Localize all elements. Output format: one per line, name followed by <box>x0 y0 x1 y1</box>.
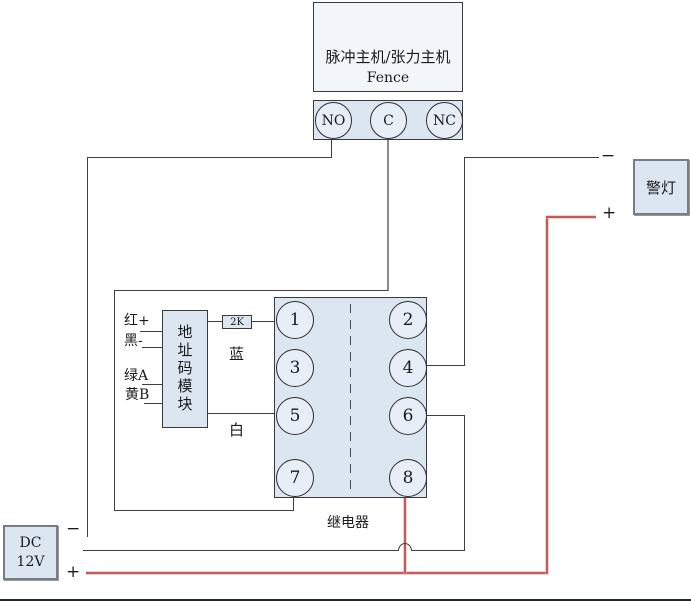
dc-power-line1: DC <box>19 534 42 551</box>
terminal-c-label: C <box>383 112 394 129</box>
alarm-light-label: 警灯 <box>645 178 676 197</box>
wire-dc-minus-right <box>411 550 465 551</box>
resistor-2k-label: 2K <box>230 316 244 328</box>
alarm-minus-label: − <box>601 146 616 166</box>
terminal-nc: NC <box>426 102 463 139</box>
bottom-edge-line <box>0 599 691 601</box>
wire-pin4-stub <box>427 365 465 366</box>
terminal-nc-label: NC <box>433 112 456 129</box>
wire-dc-minus-left <box>83 550 399 551</box>
relay-pin-3: 3 <box>276 349 314 387</box>
wire-no-stub <box>331 139 332 158</box>
address-module-box: 地址码模块 <box>162 310 208 428</box>
host-title: 脉冲主机/张力主机 <box>325 48 451 66</box>
dc-plus-label: + <box>66 562 81 582</box>
relay-pin-5: 5 <box>276 397 314 435</box>
dc-power-box: DC 12V <box>3 525 58 580</box>
wire-alarm-plus-horizontal <box>546 216 596 218</box>
wire-c-loop-bottom <box>114 510 294 511</box>
terminal-no: NO <box>315 102 352 139</box>
terminal-c: C <box>370 102 407 139</box>
host-subtitle: Fence <box>366 70 410 86</box>
relay-pin-4-label: 4 <box>402 358 414 378</box>
relay-pin-8: 8 <box>389 459 427 497</box>
relay-pin-1: 1 <box>276 301 314 339</box>
wire-crossover-hop <box>398 543 412 551</box>
wire-pin4-vertical <box>464 158 465 366</box>
address-module-label: 地址码模块 <box>175 324 194 414</box>
wire-module-green-a <box>142 384 162 385</box>
wire-c-loop-left <box>114 290 115 511</box>
alarm-plus-label: + <box>602 203 617 223</box>
host-terminal-strip: NO C NC <box>313 100 463 140</box>
white-wire-label: 白 <box>229 421 245 439</box>
wire-module-yellow-b <box>144 403 162 404</box>
relay-pin-8-label: 8 <box>402 468 414 488</box>
wire-pin8-to-dc-plus <box>404 496 406 574</box>
dc-power-line2: 12V <box>16 553 45 570</box>
relay-divider-dashed-line <box>350 304 351 492</box>
relay-pin-5-label: 5 <box>289 406 301 426</box>
relay-pin-2-label: 2 <box>402 310 414 330</box>
terminal-no-label: NO <box>321 112 346 129</box>
wire-to-alarm-minus <box>464 157 599 158</box>
relay-box: 1 2 3 4 5 6 7 8 <box>274 297 427 498</box>
module-wire-label-black: 黑- <box>124 333 143 349</box>
wire-pin7-stub <box>293 497 294 511</box>
wire-pin6-vertical <box>464 415 465 551</box>
alarm-light-box: 警灯 <box>633 159 689 215</box>
relay-pin-6: 6 <box>389 397 427 435</box>
relay-pin-1-label: 1 <box>289 310 301 330</box>
wire-module-red-plus <box>140 331 162 332</box>
module-wire-label-red: 红+ <box>124 313 150 329</box>
relay-pin-7-label: 7 <box>289 468 301 488</box>
relay-pin-6-label: 6 <box>402 406 414 426</box>
resistor-2k: 2K <box>222 315 252 329</box>
blue-wire-label: 蓝 <box>229 345 245 363</box>
module-wire-label-green: 绿A <box>124 368 149 384</box>
relay-label: 继电器 <box>327 515 369 531</box>
module-wire-label-yellow: 黄B <box>125 387 150 403</box>
wire-alarm-plus-vertical <box>546 216 548 574</box>
relay-pin-4: 4 <box>389 349 427 387</box>
wire-module-to-pin5-white <box>208 413 276 414</box>
relay-pin-7: 7 <box>276 459 314 497</box>
wire-no-horizontal <box>87 157 332 158</box>
relay-pin-2: 2 <box>389 301 427 339</box>
dc-minus-label: − <box>66 519 81 539</box>
wire-pin6-stub <box>427 415 465 416</box>
wire-c-loop-top <box>114 290 388 291</box>
wire-dc-plus-horizontal <box>86 572 548 574</box>
wire-c-vertical <box>387 139 389 291</box>
relay-pin-3-label: 3 <box>289 358 301 378</box>
wire-no-to-dc-minus <box>87 157 88 537</box>
wire-module-black-minus <box>142 347 162 348</box>
host-box: 脉冲主机/张力主机 Fence <box>313 2 463 92</box>
